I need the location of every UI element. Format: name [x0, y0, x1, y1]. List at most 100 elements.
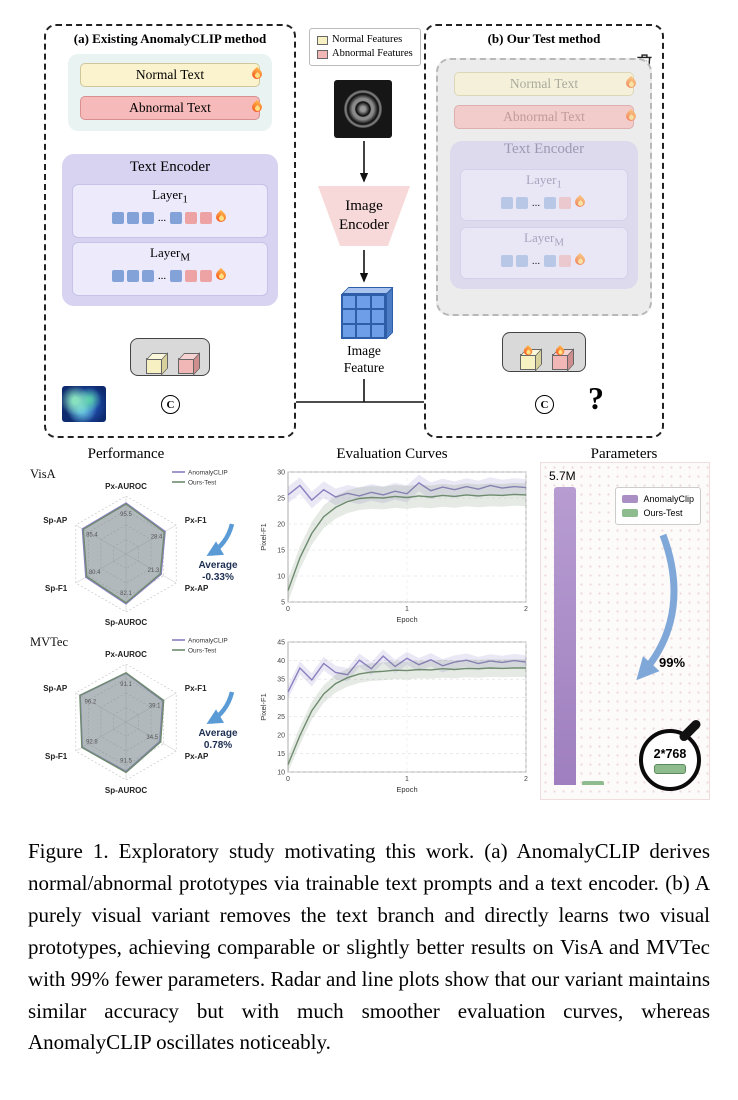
cube-top-face [341, 287, 393, 294]
ours-param-bar-zoomed [654, 763, 686, 774]
svg-text:2: 2 [524, 606, 528, 613]
svg-text:Pixel-F1: Pixel-F1 [259, 693, 268, 721]
parameters-legend: AnomalyClip Ours-Test [615, 487, 701, 525]
flame-icon [574, 196, 587, 210]
ellipsis: ... [531, 255, 541, 267]
text-encoder-box-faded: Text Encoder Layer1 ... LayerM [450, 141, 638, 289]
image-feature-label: Image Feature [343, 343, 385, 375]
normal-visual-prototype [520, 349, 536, 371]
prototype-box-b [502, 332, 586, 372]
parameters-title: Parameters [590, 446, 658, 462]
encoder-layer-1: Layer1 ... [460, 169, 628, 221]
svg-text:Average: Average [198, 728, 238, 739]
image-feature-cube [341, 287, 393, 339]
svg-text:0: 0 [286, 776, 290, 783]
svg-text:1: 1 [405, 606, 409, 613]
param-bar-anomalyclip [554, 487, 576, 785]
flame-icon [625, 110, 638, 124]
cube-front-grid [341, 294, 386, 339]
ellipsis: ... [531, 197, 541, 209]
svg-text:92.8: 92.8 [86, 740, 98, 746]
anomaly-heatmap [62, 386, 106, 422]
evaluation-curves-title: Evaluation Curves [336, 446, 448, 462]
feature-token [515, 255, 528, 267]
encoder-layer-M: LayerM ... [460, 227, 628, 279]
image-encoder-label-line2: Encoder [339, 217, 389, 233]
svg-text:Px-AP: Px-AP [185, 584, 209, 593]
svg-text:15: 15 [277, 548, 285, 555]
svg-text:1: 1 [405, 776, 409, 783]
svg-text:Sp-AP: Sp-AP [43, 516, 68, 525]
svg-text:25: 25 [277, 714, 285, 721]
svg-text:85.4: 85.4 [86, 532, 98, 538]
concat-node-a: C [161, 395, 180, 414]
text-encoder-title: Text Encoder [129, 159, 211, 175]
abnormal-visual-prototype [552, 349, 568, 371]
layer-1-label: Layer1 [526, 172, 562, 191]
svg-text:34.5: 34.5 [146, 735, 158, 741]
flame-icon [574, 254, 587, 268]
param-bar-ours [582, 781, 604, 785]
svg-text:39.1: 39.1 [149, 703, 161, 709]
abnormal-text-box-faded: Abnormal Text [454, 105, 634, 129]
anomalyclip-legend-label: AnomalyClip [643, 494, 694, 504]
legend-row: AnomalyClip [622, 492, 694, 506]
feature-token [500, 255, 513, 267]
layer-M-label: LayerM [150, 245, 190, 264]
flame-icon [251, 101, 264, 115]
flame-icon [215, 269, 228, 283]
feature-token [185, 270, 198, 282]
svg-text:91.5: 91.5 [120, 758, 132, 764]
normal-feature-swatch [317, 35, 328, 45]
svg-text:Ours-Test: Ours-Test [188, 648, 216, 655]
svg-text:20: 20 [277, 522, 285, 529]
feature-token [141, 212, 154, 224]
radar-chart-mvtec: 91.139.134.591.592.896.2Px-AUROCPx-F1Px-… [30, 635, 238, 795]
svg-text:28.4: 28.4 [151, 534, 163, 540]
svg-text:91.1: 91.1 [120, 682, 132, 688]
input-image [334, 80, 392, 138]
feature-token [111, 212, 124, 224]
svg-text:40: 40 [277, 658, 285, 665]
abnormal-prototype-cube [178, 353, 194, 375]
svg-text:2: 2 [524, 776, 528, 783]
svg-text:MVTec: MVTec [30, 635, 68, 649]
svg-text:10: 10 [277, 770, 285, 777]
svg-text:-0.33%: -0.33% [202, 572, 234, 583]
text-encoder-title: Text Encoder [503, 141, 585, 157]
svg-text:Sp-AUROC: Sp-AUROC [105, 618, 147, 627]
feature-token [559, 197, 572, 209]
parameters-panel: 5.7M AnomalyClip Ours-Test 99% 2 [540, 462, 710, 800]
token-row: ... [73, 263, 267, 289]
ours-test-swatch [622, 509, 639, 517]
flame-icon [523, 346, 534, 358]
feature-token [200, 270, 213, 282]
svg-text:Pixel-F1: Pixel-F1 [259, 523, 268, 551]
encoder-layer-M: LayerM ... [72, 242, 268, 296]
svg-text:Epoch: Epoch [396, 785, 417, 794]
concat-node-b: C [535, 395, 554, 414]
magnifier-icon: 2*768 [639, 718, 703, 791]
removed-text-branch: Normal Text Abnormal Text Text Encoder L… [436, 58, 652, 316]
flame-icon [555, 346, 566, 358]
layer-1-label: Layer1 [152, 187, 188, 206]
flame-icon [215, 211, 228, 225]
prototype-box-a [130, 338, 210, 376]
anomalyclip-swatch [622, 495, 639, 503]
svg-text:AnomalyCLIP: AnomalyCLIP [188, 638, 228, 645]
svg-text:Px-AUROC: Px-AUROC [105, 482, 147, 491]
token-row: ... [461, 190, 627, 216]
svg-text:Epoch: Epoch [396, 615, 417, 624]
flame-icon [625, 77, 638, 91]
question-mark: ? [588, 380, 604, 416]
flame-icon [251, 68, 264, 82]
svg-text:AnomalyCLIP: AnomalyCLIP [188, 470, 228, 477]
encoder-layer-1: Layer1 ... [72, 184, 268, 238]
svg-text:Px-F1: Px-F1 [185, 516, 207, 525]
svg-text:VisA: VisA [30, 467, 56, 481]
svg-text:15: 15 [277, 751, 285, 758]
abnormal-text-box: Abnormal Text [80, 96, 260, 120]
svg-text:0: 0 [286, 606, 290, 613]
